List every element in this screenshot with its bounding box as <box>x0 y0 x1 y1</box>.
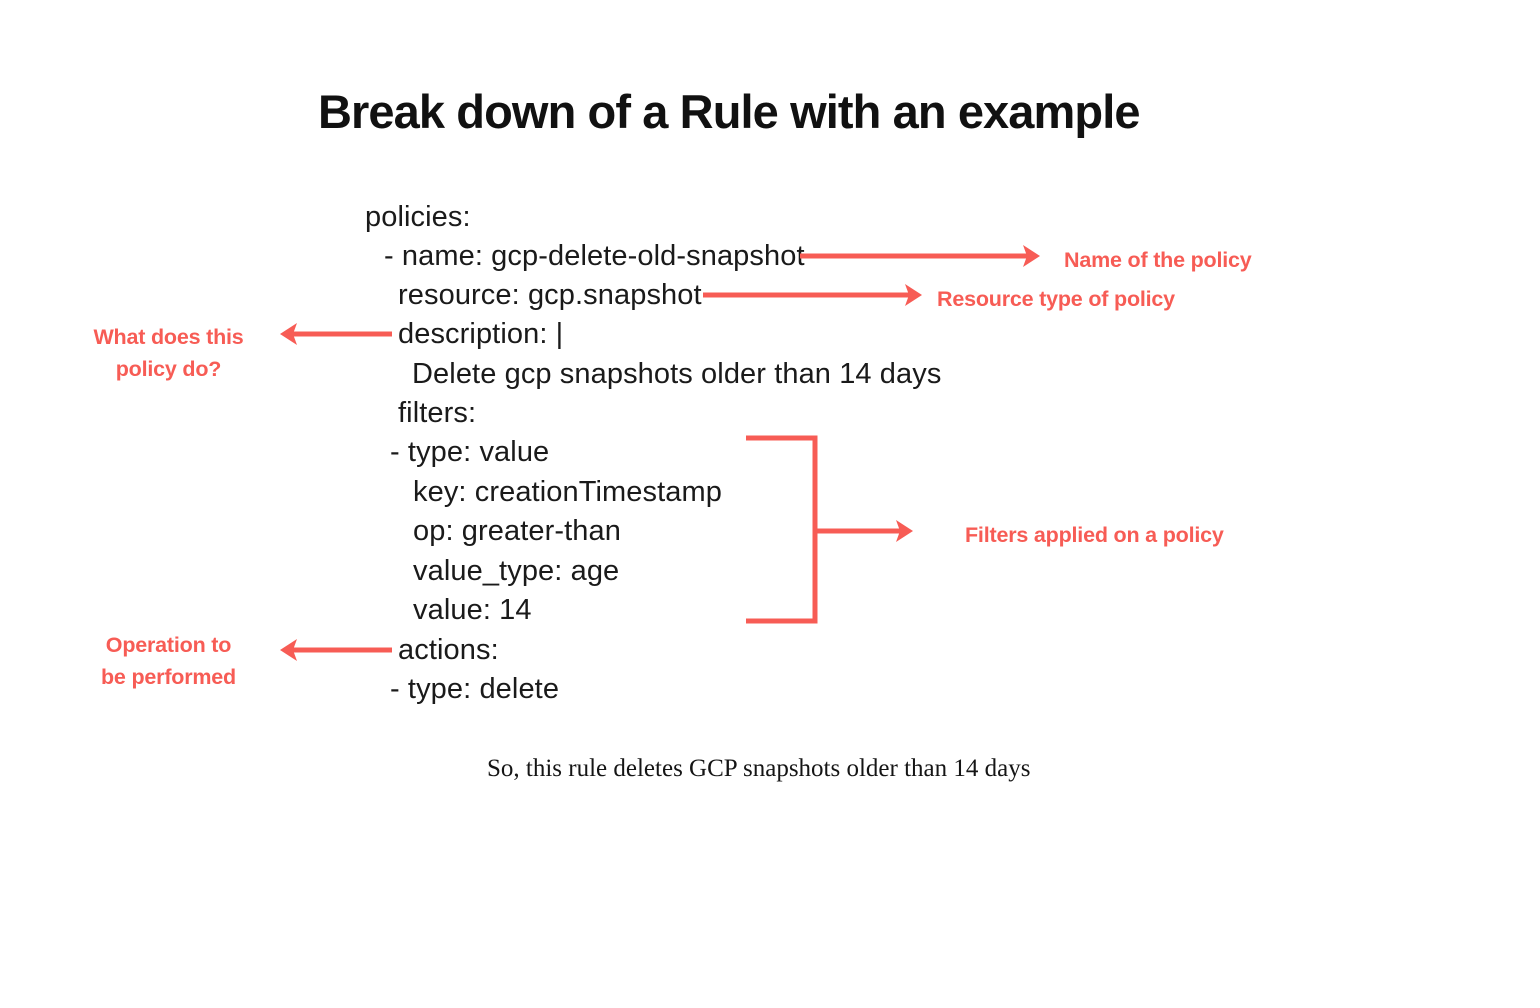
summary-caption: So, this rule deletes GCP snapshots olde… <box>487 755 1031 782</box>
yaml-line: value: 14 <box>413 594 532 626</box>
yaml-line: op: greater-than <box>413 515 621 547</box>
annotation-label-name-of-the-policy: Name of the policy <box>1064 248 1252 272</box>
annotation-label-operation-to-be-performed: Operation to be performed <box>101 633 236 689</box>
yaml-line: key: creationTimestamp <box>413 476 722 508</box>
yaml-line: - name: gcp-delete-old-snapshot <box>384 240 805 272</box>
annotation-label-what-does-this-policy-do: What does this policy do? <box>93 325 244 381</box>
yaml-line: Delete gcp snapshots older than 14 days <box>412 358 942 390</box>
yaml-line: - type: delete <box>390 673 560 705</box>
page-title: Break down of a Rule with an example <box>318 85 1141 138</box>
yaml-line: policies: <box>365 201 471 233</box>
yaml-line: description: | <box>398 318 564 350</box>
yaml-line: - type: value <box>390 436 550 468</box>
annotation-label-filters-applied-on-a-policy: Filters applied on a policy <box>965 523 1224 547</box>
yaml-line: value_type: age <box>413 555 620 587</box>
yaml-line: actions: <box>398 634 499 666</box>
annotation-label-resource-type-of-policy: Resource type of policy <box>937 287 1175 311</box>
yaml-line: filters: <box>398 397 477 429</box>
yaml-line: resource: gcp.snapshot <box>398 279 702 311</box>
